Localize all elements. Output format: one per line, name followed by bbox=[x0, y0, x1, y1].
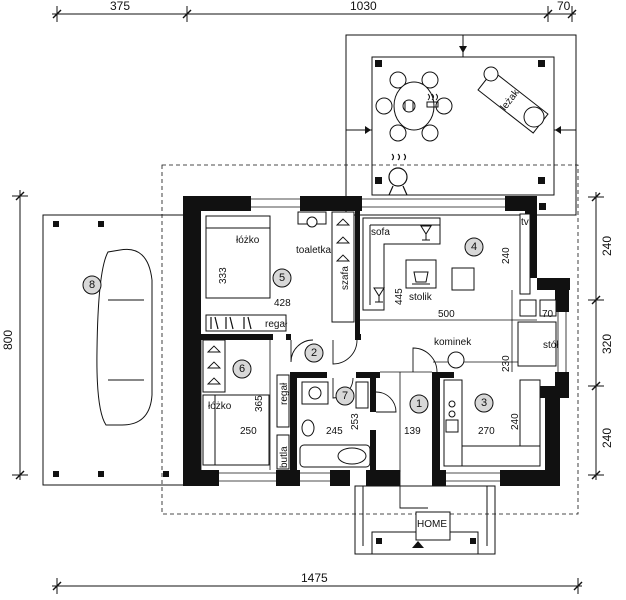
label-stolik: stolik bbox=[409, 292, 433, 303]
lounger bbox=[477, 66, 549, 134]
dining-table bbox=[517, 299, 557, 367]
boiler bbox=[276, 434, 290, 470]
room-number-2: 2 bbox=[311, 347, 317, 359]
label-stol: stół bbox=[543, 340, 559, 351]
dim-right-3: 240 bbox=[600, 428, 614, 448]
plate-icon bbox=[402, 99, 416, 113]
terrace-posts bbox=[375, 60, 546, 210]
dim-365: 365 bbox=[254, 395, 265, 412]
entrance-arrow-icon bbox=[412, 541, 424, 548]
bed-room5 bbox=[205, 215, 271, 299]
dim-445: 445 bbox=[394, 288, 405, 305]
label-regal-room6: regał bbox=[279, 382, 290, 405]
doors bbox=[290, 339, 438, 509]
stove-icon bbox=[445, 400, 459, 433]
kitchen-counter bbox=[443, 379, 541, 467]
room-number-4: 4 bbox=[471, 241, 477, 253]
bbq-icon bbox=[388, 153, 408, 196]
dim-240-kitchen: 240 bbox=[510, 413, 521, 430]
carport-posts bbox=[53, 221, 169, 477]
label-szafa: szafa bbox=[340, 266, 351, 290]
label-regal-room5: regał bbox=[265, 319, 288, 330]
room-number-3: 3 bbox=[481, 397, 487, 409]
terrace bbox=[345, 34, 577, 216]
sofa bbox=[362, 217, 441, 311]
entrance-posts bbox=[376, 538, 476, 544]
label-toaletka: toaletka bbox=[296, 245, 331, 256]
dim-right-2: 320 bbox=[600, 334, 614, 354]
vanity-icon bbox=[297, 211, 327, 228]
books-icon bbox=[210, 316, 252, 330]
room-number-1: 1 bbox=[416, 398, 422, 410]
dim-253: 253 bbox=[350, 413, 361, 430]
dim-250: 250 bbox=[240, 426, 257, 437]
room-number-5: 5 bbox=[279, 272, 285, 284]
room-number-7: 7 bbox=[342, 390, 348, 402]
home-arrow-icon bbox=[415, 511, 451, 541]
wardrobe-room5 bbox=[331, 211, 355, 323]
car bbox=[96, 248, 153, 426]
entrance bbox=[354, 485, 496, 555]
label-lozko-room6: łóżko bbox=[208, 401, 232, 412]
dim-230: 230 bbox=[501, 355, 512, 372]
room-number-6: 6 bbox=[239, 363, 245, 375]
room-number-8: 8 bbox=[89, 279, 95, 291]
fireplace-icon bbox=[447, 351, 465, 369]
coffee-table bbox=[405, 259, 437, 289]
coffee-cup-icon bbox=[412, 271, 430, 285]
interior-walls bbox=[201, 211, 454, 472]
dim-top-right: 70 bbox=[557, 0, 571, 13]
dimension-ticks bbox=[15, 9, 601, 591]
label-kominek: kominek bbox=[434, 337, 472, 348]
exterior-walls bbox=[183, 196, 570, 486]
dim-bottom: 1475 bbox=[301, 571, 328, 585]
room-number-markers bbox=[82, 237, 494, 414]
wardrobe-room6 bbox=[202, 339, 226, 393]
dim-428: 428 bbox=[274, 298, 291, 309]
dim-240-living: 240 bbox=[501, 247, 512, 264]
label-tv: tv bbox=[521, 217, 529, 228]
dim-245: 245 bbox=[326, 426, 343, 437]
windows bbox=[219, 198, 567, 482]
dim-500: 500 bbox=[438, 309, 455, 320]
dim-270: 270 bbox=[478, 426, 495, 437]
dim-333: 333 bbox=[218, 267, 229, 284]
home-label: HOME bbox=[417, 519, 447, 530]
roof-outline bbox=[161, 164, 579, 515]
dim-top-middle: 1030 bbox=[350, 0, 377, 13]
grill-heat-icon bbox=[426, 93, 439, 108]
dim-top-left: 375 bbox=[110, 0, 130, 13]
label-butla: butla bbox=[279, 446, 290, 468]
shelf-room6 bbox=[276, 374, 290, 428]
label-lozko-room5: łóżko bbox=[236, 235, 260, 246]
terrace-dining-set bbox=[375, 71, 453, 142]
dim-70: 70 bbox=[542, 309, 554, 320]
bed-room6 bbox=[202, 394, 270, 466]
label-sofa: sofa bbox=[371, 227, 390, 238]
tv-unit bbox=[519, 213, 531, 295]
dim-left: 800 bbox=[1, 330, 15, 350]
glass-icon bbox=[373, 225, 432, 303]
armchair bbox=[451, 267, 475, 291]
bathroom-fixtures bbox=[299, 381, 371, 468]
hanger-icons-room5 bbox=[335, 218, 351, 262]
dim-right-1: 240 bbox=[600, 236, 614, 256]
hanger-icons-room6 bbox=[206, 345, 222, 385]
dim-139: 139 bbox=[404, 426, 421, 437]
terrace-arrows bbox=[365, 46, 561, 134]
